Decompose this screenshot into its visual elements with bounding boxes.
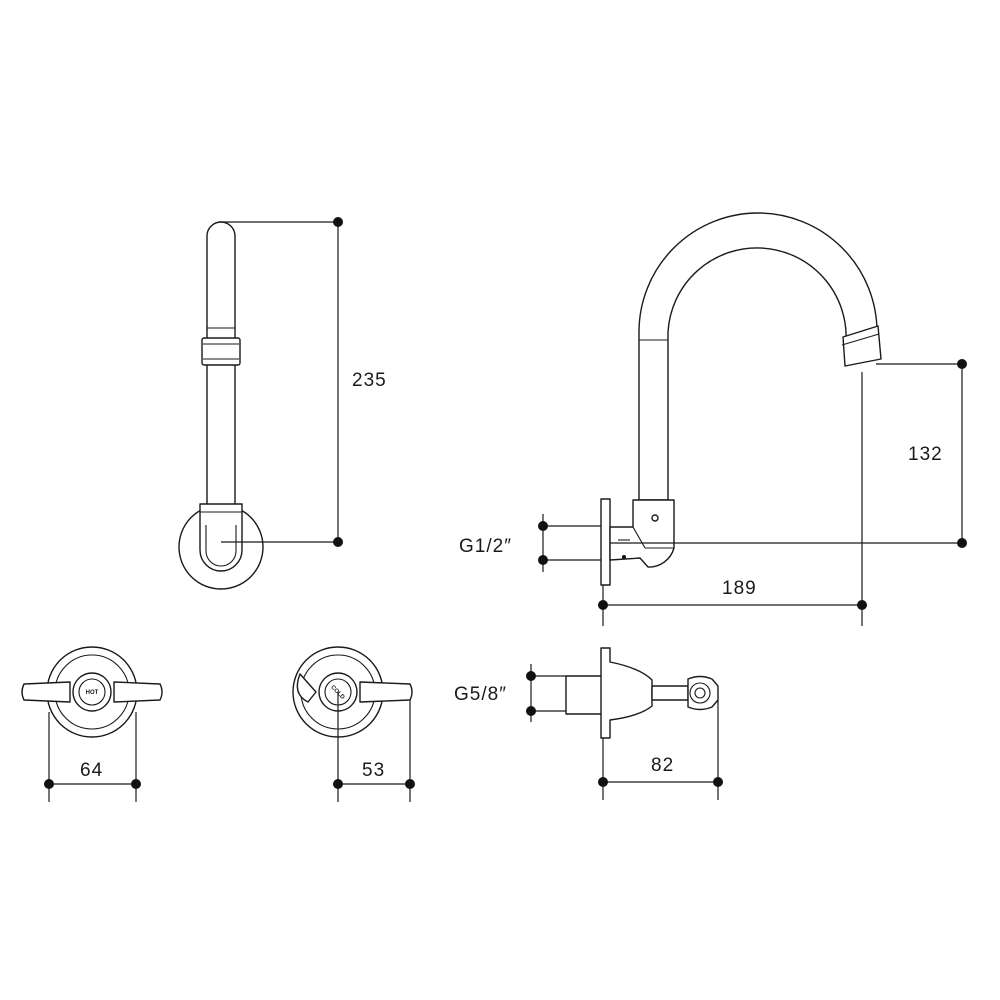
dimension-label-valve-depth: 82 — [651, 755, 674, 776]
dimension-label-inlet-thread: G1/2″ — [459, 536, 512, 557]
wall-plate — [600, 498, 611, 586]
valve-handle-knob — [687, 675, 719, 711]
dimension-label-hot-handle: 64 — [80, 760, 103, 781]
spout-front-elbow — [199, 503, 243, 572]
hot-cap-label: HOT — [86, 690, 99, 696]
hot-handle-view: HOT — [21, 646, 163, 738]
dimension-189: 189 — [598, 372, 867, 626]
dimension-label-valve-thread: G5/8″ — [454, 684, 507, 705]
dimension-132: 132 — [610, 359, 967, 548]
spout-side-elbow — [609, 499, 675, 568]
spout-side-view — [600, 212, 882, 586]
valve-stem — [651, 685, 689, 701]
valve-body — [565, 675, 603, 715]
dimension-label-spout-reach: 189 — [722, 578, 757, 599]
dimension-64: 64 — [44, 712, 141, 802]
dimension-53: 53 — [333, 692, 415, 802]
valve-side-view — [565, 647, 719, 739]
spout-front-pipe — [206, 221, 236, 511]
spout-arch-pipe — [638, 212, 878, 501]
dimension-label-cold-handle: 53 — [362, 760, 385, 781]
cold-handle-view: COLD — [292, 646, 413, 738]
hot-handle-lever — [21, 681, 71, 703]
spout-front-collar — [201, 337, 241, 366]
spout-front-view — [178, 221, 264, 590]
dimension-inlet-thread: G1/2″ — [459, 514, 601, 572]
dimension-label-outlet-height: 132 — [908, 444, 943, 465]
dimension-235: 235 — [219, 217, 387, 547]
valve-flange — [600, 647, 653, 739]
cold-handle-lever — [296, 673, 317, 703]
dimension-valve-thread: G5/8″ — [454, 664, 566, 722]
dimension-82: 82 — [598, 700, 723, 800]
dimension-label-spout-height: 235 — [352, 370, 387, 391]
